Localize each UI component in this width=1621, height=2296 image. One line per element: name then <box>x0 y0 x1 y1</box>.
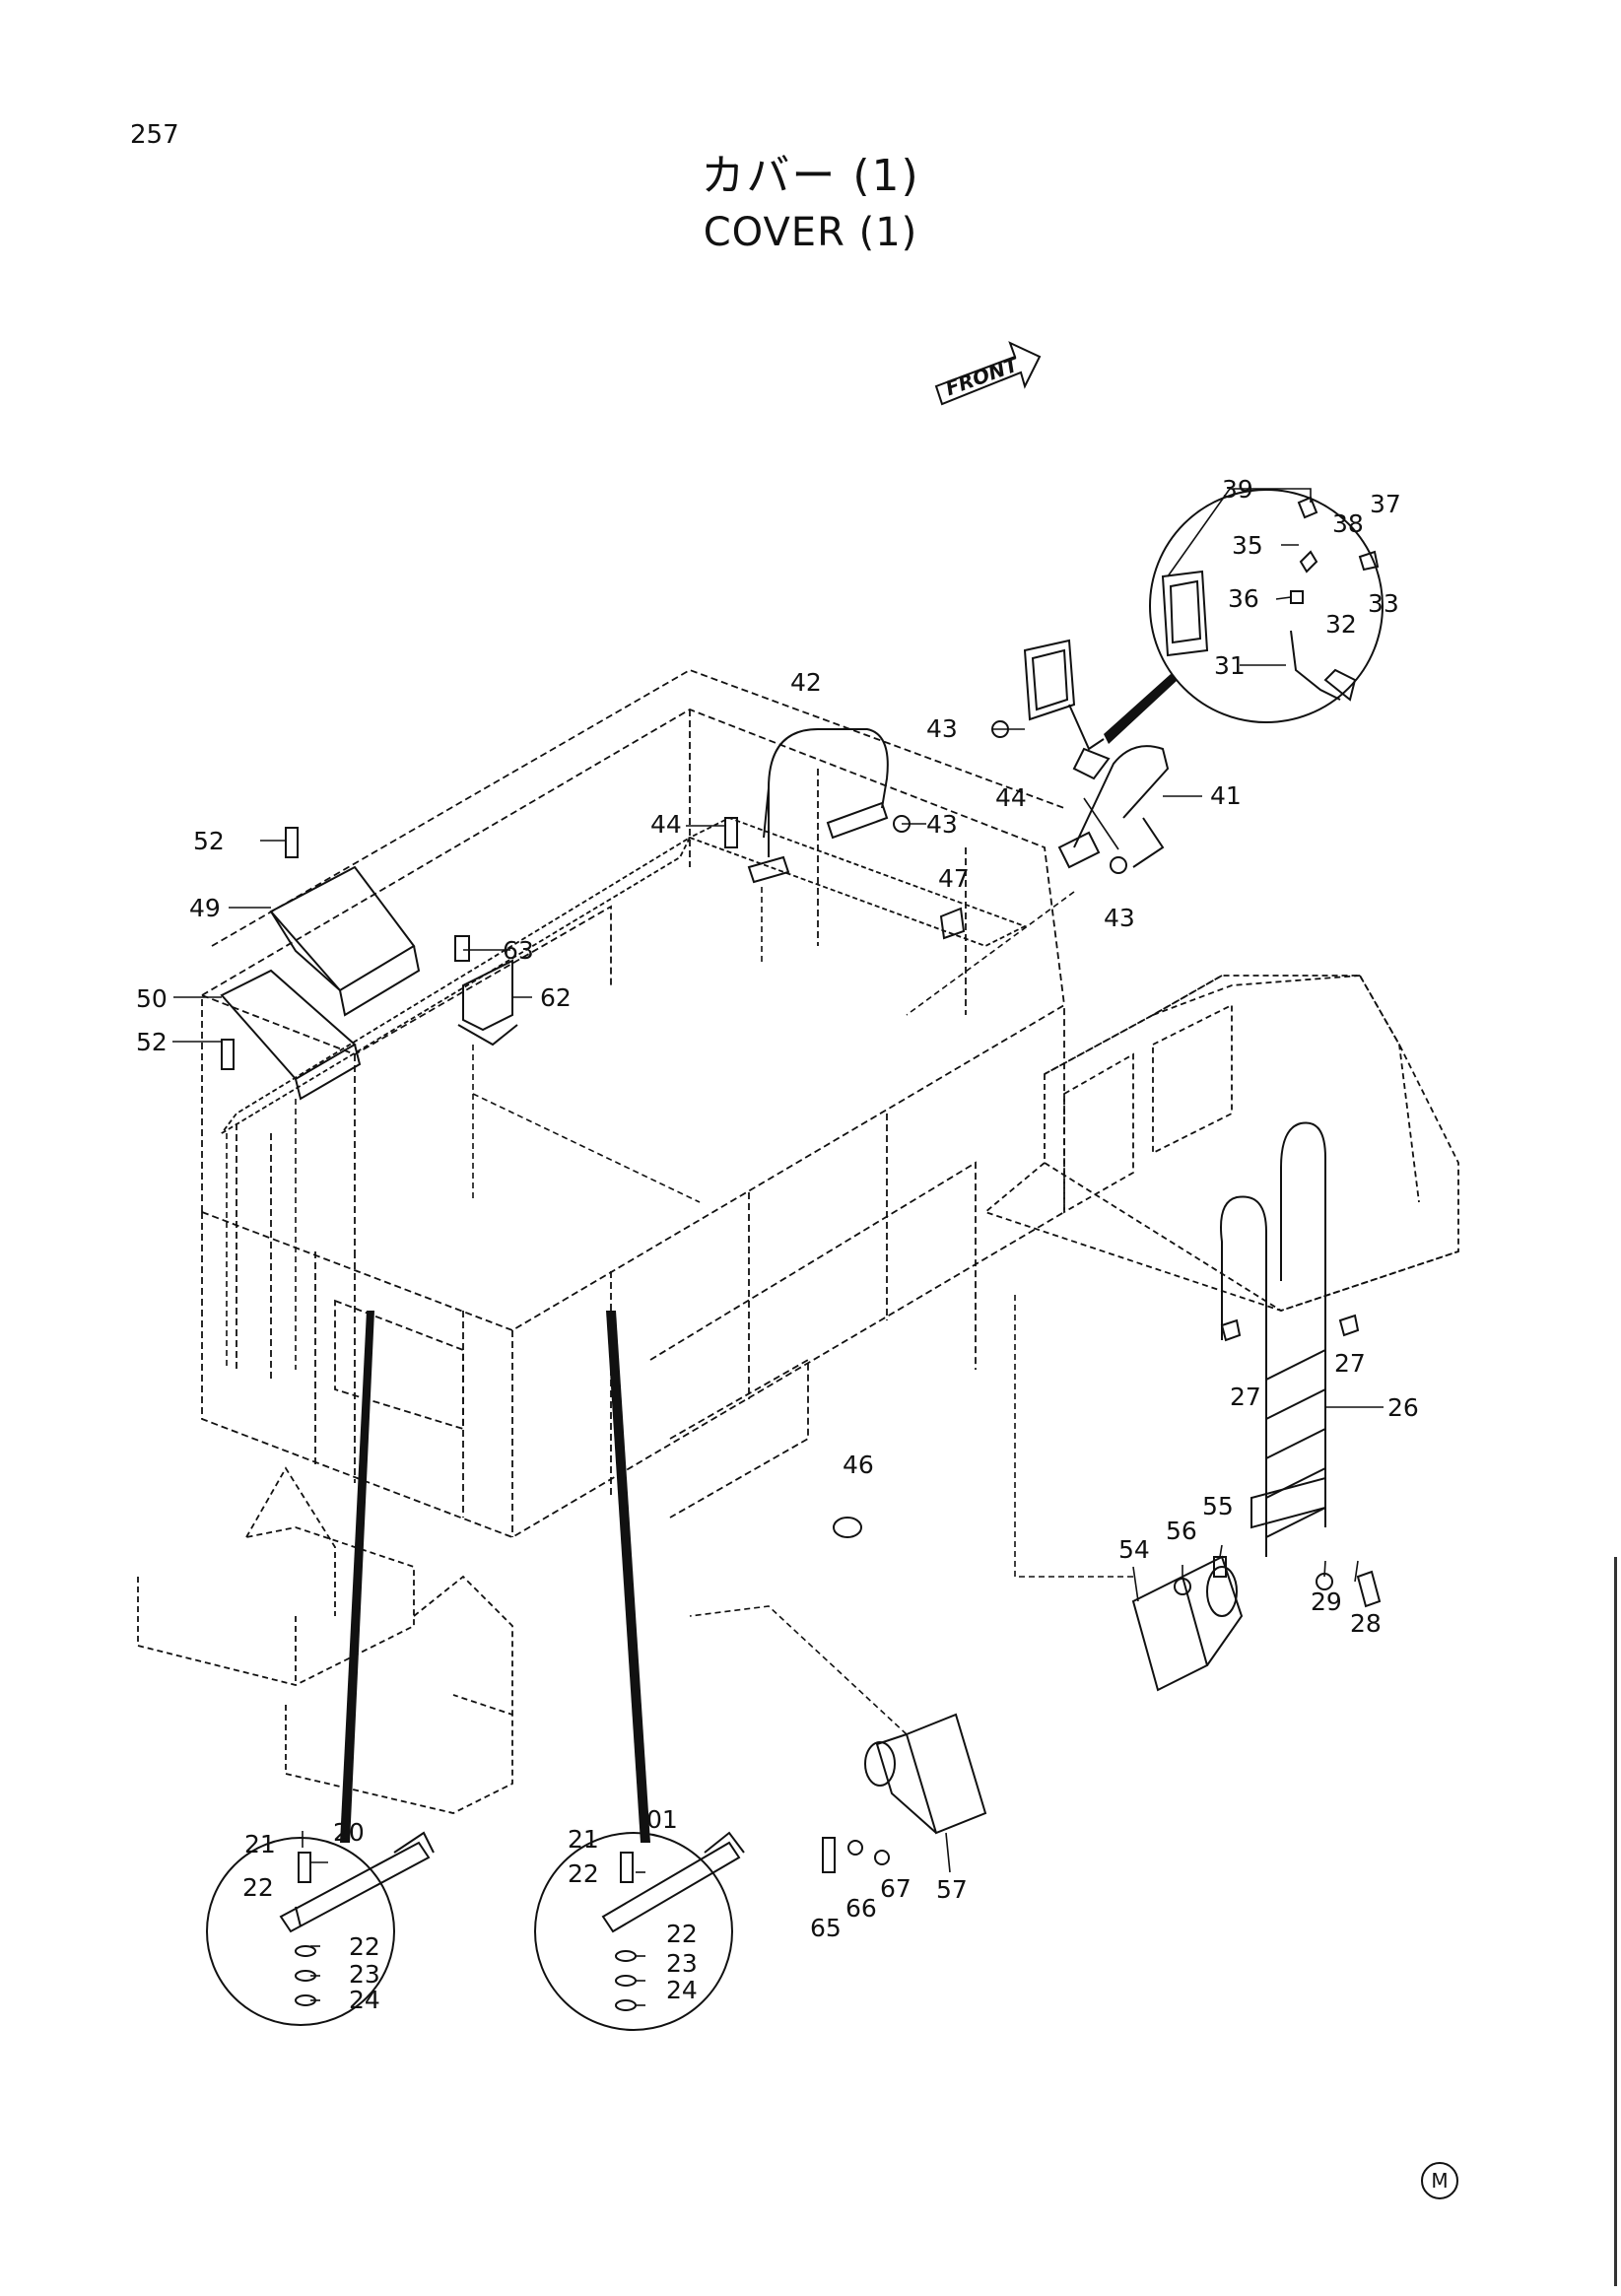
leader-wedge-right <box>606 1311 650 1843</box>
callout-62: 62 <box>540 983 572 1012</box>
callout-33: 33 <box>1368 589 1399 618</box>
callout-41: 41 <box>1210 781 1242 810</box>
callout-24-right: 24 <box>666 1976 698 2004</box>
cover-49 <box>269 865 421 1017</box>
callout-38: 38 <box>1332 509 1364 538</box>
title-japanese: カバー (1) <box>701 151 920 201</box>
callout-47: 47 <box>938 864 970 893</box>
callout-21-left: 21 <box>244 1830 276 1858</box>
callout-27-left: 27 <box>1230 1383 1261 1411</box>
callout-20: 20 <box>333 1818 365 1847</box>
handrail-42 <box>747 728 889 884</box>
callout-35: 35 <box>1232 531 1263 560</box>
machine-body-outline <box>201 669 1065 1538</box>
leader-wedge-left <box>340 1311 374 1843</box>
track-frame-outline <box>137 1466 513 1814</box>
callout-22-right-top: 22 <box>568 1859 599 1888</box>
corner-mark: M <box>1421 2162 1458 2199</box>
mirror-assembly <box>1023 639 1111 780</box>
page-number: 257 <box>130 120 179 150</box>
top-handrails <box>221 817 1028 1134</box>
page-edge-divider <box>1614 1557 1617 2286</box>
callout-57: 57 <box>936 1875 968 1904</box>
callout-43-right: 43 <box>1104 904 1135 932</box>
callout-66: 66 <box>845 1894 877 1923</box>
callout-67: 67 <box>880 1874 912 1903</box>
ladder-26 <box>1220 1121 1326 1557</box>
callout-46: 46 <box>843 1451 874 1479</box>
callout-23-left: 23 <box>349 1960 380 1989</box>
callout-39: 39 <box>1222 475 1253 504</box>
callout-49: 49 <box>189 894 221 922</box>
callout-52-top: 52 <box>193 827 225 855</box>
callout-31: 31 <box>1214 651 1246 680</box>
cab-outline <box>983 975 1459 1312</box>
callout-43-mid: 43 <box>926 810 958 839</box>
callout-36: 36 <box>1228 584 1259 613</box>
callout-44-mid: 44 <box>650 810 682 839</box>
callout-22-right-bottom: 22 <box>666 1920 698 1948</box>
front-arrow-icon <box>934 341 1042 406</box>
detail-circle-right <box>534 1832 733 2031</box>
hood-57 <box>864 1713 987 1835</box>
callout-29: 29 <box>1311 1587 1342 1616</box>
callout-56: 56 <box>1166 1517 1197 1545</box>
title-english: COVER (1) <box>703 210 918 255</box>
handrail-41 <box>1057 745 1170 869</box>
detail-circle-mirror <box>1149 489 1384 723</box>
callout-32: 32 <box>1325 610 1357 639</box>
callout-22-left-bottom: 22 <box>349 1932 380 1961</box>
callout-28: 28 <box>1350 1609 1382 1638</box>
callout-55: 55 <box>1202 1492 1234 1520</box>
callout-21-right: 21 <box>568 1825 599 1854</box>
bracket-62 <box>457 959 518 1047</box>
callout-63: 63 <box>503 936 534 965</box>
leader-wedge-mirror <box>1104 674 1178 744</box>
callout-27-right: 27 <box>1334 1349 1366 1378</box>
callout-22-left-top: 22 <box>242 1873 274 1902</box>
cover-50 <box>220 969 362 1101</box>
callout-24-left: 24 <box>349 1986 380 2014</box>
callout-01: 01 <box>646 1805 678 1834</box>
hood-54 <box>1131 1555 1244 1692</box>
callout-42: 42 <box>790 668 822 697</box>
callout-23-right: 23 <box>666 1949 698 1978</box>
mirror-detail <box>1161 496 1380 702</box>
leader-lines <box>172 488 1384 2006</box>
callout-43-top: 43 <box>926 714 958 743</box>
title-block: カバー (1) COVER (1) <box>0 148 1621 260</box>
fasteners <box>221 720 1382 1883</box>
callout-37: 37 <box>1370 490 1401 518</box>
callout-52-mid: 52 <box>136 1028 168 1056</box>
callout-44-right: 44 <box>995 783 1027 812</box>
callout-54: 54 <box>1118 1535 1150 1564</box>
callout-65: 65 <box>810 1914 842 1942</box>
detail-circle-left <box>206 1837 395 2026</box>
callout-26: 26 <box>1387 1393 1419 1422</box>
callout-50: 50 <box>136 984 168 1013</box>
